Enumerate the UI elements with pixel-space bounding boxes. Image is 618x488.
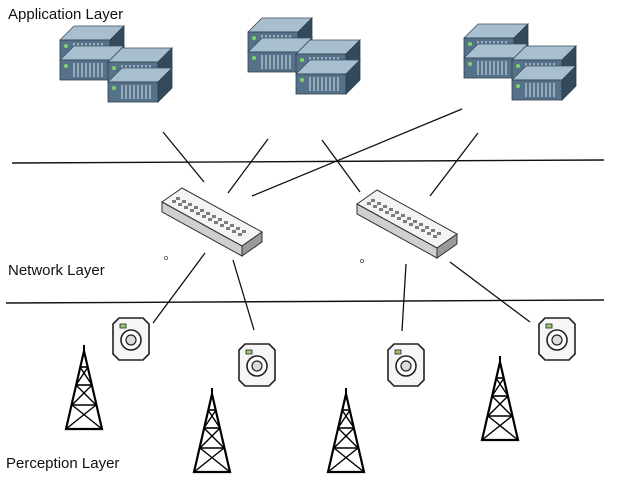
link-server2-switch1: [227, 138, 269, 194]
link-server1-switch1: [162, 131, 205, 183]
link-server3-switch2: [429, 132, 479, 197]
camera-icon: [238, 343, 276, 387]
antenna-tower-icon: [192, 386, 232, 474]
server-rack-icon: [248, 18, 360, 94]
antenna-tower-icon: [480, 354, 520, 442]
antenna-tower-icon: [64, 343, 104, 431]
link-server2-switch2: [321, 139, 361, 193]
link-switch1-camera1: [152, 252, 206, 324]
application-layer-label: Application Layer: [8, 6, 124, 23]
camera-icon: [387, 343, 425, 387]
layer-divider-upper: [11, 159, 605, 164]
switch-port-marker: [359, 258, 364, 263]
link-switch2-camera3: [401, 263, 407, 332]
perception-layer-label: Perception Layer: [6, 455, 120, 472]
link-switch2-camera4: [449, 261, 531, 323]
camera-icon: [538, 317, 576, 361]
network-switch-icon: [356, 189, 458, 259]
network-layer-label: Network Layer: [8, 262, 105, 279]
server-rack-icon: [464, 24, 576, 100]
layer-divider-lower: [5, 299, 605, 304]
link-server3-switch1: [251, 108, 463, 197]
antenna-tower-icon: [326, 386, 366, 474]
camera-icon: [112, 317, 150, 361]
connection-lines: [152, 108, 531, 332]
server-rack-icon: [60, 26, 172, 102]
switch-port-marker: [163, 255, 168, 260]
link-switch1-camera2: [232, 259, 255, 331]
network-switch-icon: [161, 187, 263, 257]
